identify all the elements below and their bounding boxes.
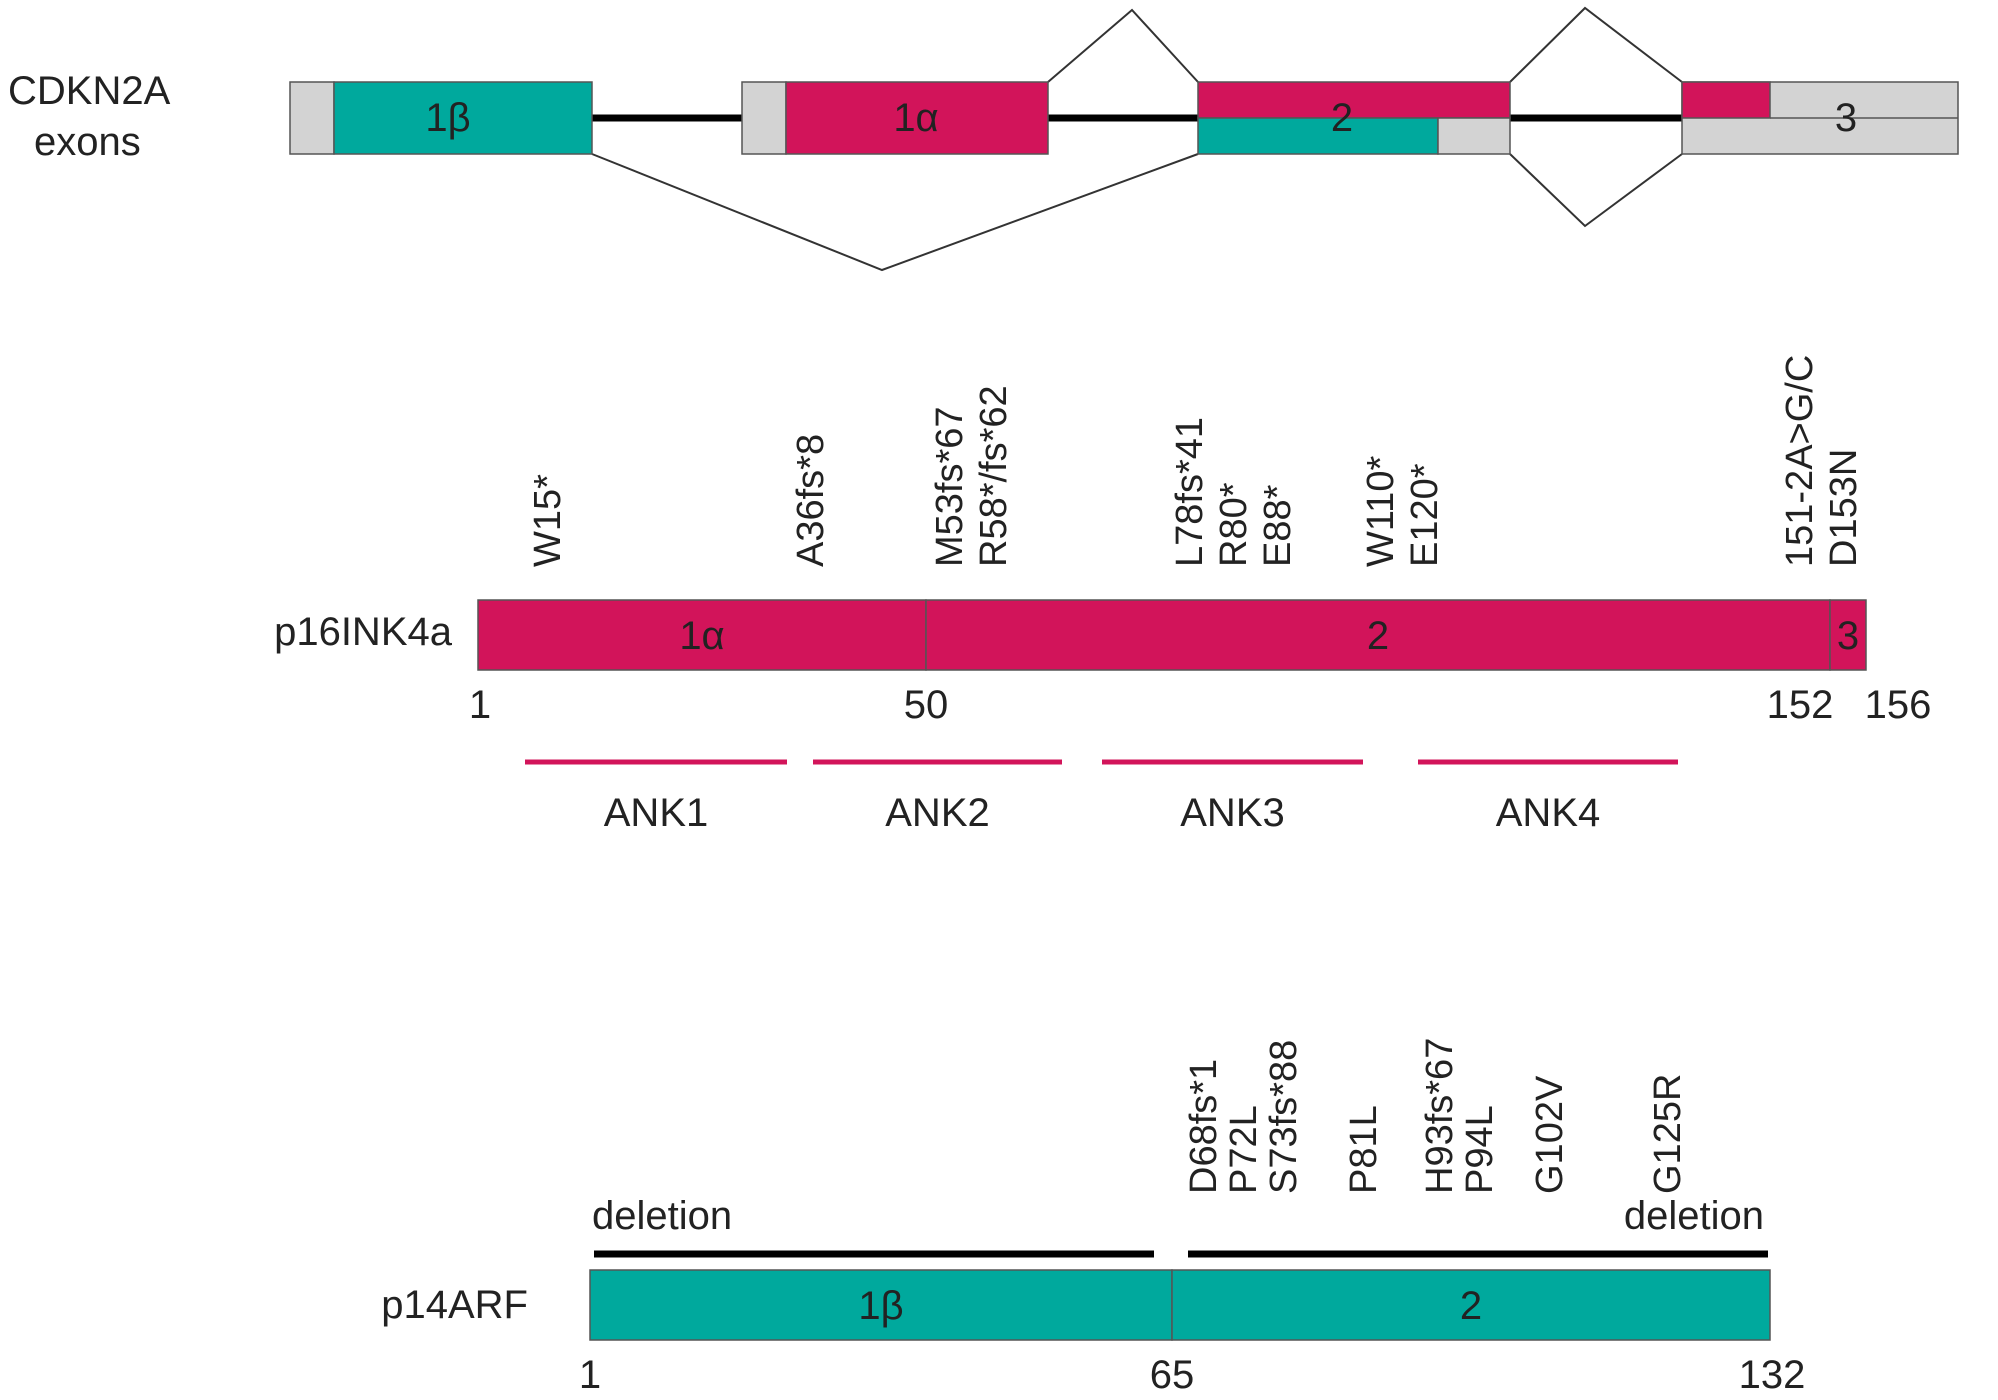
p14-mutation-label: D68fs*1 — [1183, 1059, 1225, 1194]
p16-segment-label: 2 — [1367, 614, 1389, 658]
ank-domain-label: ANK1 — [604, 791, 709, 835]
p16-segment-label: 3 — [1837, 614, 1859, 658]
exon-map: CDKN2A exons 1β 1α 2 3 — [8, 6, 1959, 272]
p16-section: p16INK4a 1α 2 3 1 50 152 156 ANK1 ANK2 ANK3 ANK4… — [274, 355, 1931, 835]
p16-tick-label: 152 — [1767, 683, 1834, 727]
splice-1a-to-2 — [1047, 8, 1199, 83]
splice-1b-to-2 — [591, 153, 1199, 272]
exon-1b-label: 1β — [425, 96, 470, 140]
exon-1b-coding — [333, 81, 593, 155]
p14-mutation-label: S73fs*88 — [1263, 1040, 1305, 1194]
p16-mutation-label: E88* — [1257, 484, 1299, 567]
exon-3-label: 3 — [1835, 96, 1857, 140]
p16-mutation-label: W110* — [1360, 456, 1402, 567]
p16-segment-label: 1α — [679, 614, 724, 658]
exon-map-label-line2: exons — [34, 120, 141, 164]
p16-mutation-label: E120* — [1404, 463, 1446, 567]
p14-segment — [1171, 1269, 1771, 1341]
p14-segment — [589, 1269, 1173, 1341]
exon-3-p16-coding — [1681, 81, 1771, 119]
p16-segment — [1829, 599, 1867, 671]
p16-mutation-label: W15* — [527, 474, 569, 567]
p16-mutation-label: M53fs*67 — [929, 406, 971, 567]
exon-2-p16-frame — [1197, 81, 1511, 119]
p14-ticks: 1 65 132 — [579, 1353, 1806, 1397]
p14-mutation-label: G102V — [1529, 1075, 1571, 1194]
p16-bar: 1α 2 3 — [477, 599, 1867, 671]
splice-2-to-3-lower — [1509, 153, 1683, 228]
p14-segment-label: 1β — [858, 1284, 903, 1328]
p14-mutation-label: H93fs*67 — [1419, 1038, 1461, 1194]
exon-2-p14-frame — [1197, 117, 1439, 155]
p14-tick-label: 1 — [579, 1353, 601, 1395]
exon-1a-label: 1α — [893, 96, 938, 140]
p16-domains: ANK1 ANK2 ANK3 ANK4 — [525, 759, 1678, 835]
p14-tick-label: 65 — [1150, 1353, 1195, 1395]
p16-tick-label: 50 — [904, 683, 949, 727]
p14-mutation-label: P94L — [1459, 1105, 1501, 1194]
p14-bar: 1β 2 — [589, 1269, 1771, 1341]
p16-ticks: 1 50 152 156 — [469, 683, 1932, 727]
p14-mutation-label: P81L — [1343, 1105, 1385, 1194]
p16-mutation-label: 151-2A>G/C — [1779, 355, 1821, 567]
exon-map-label-line1: CDKN2A — [8, 69, 171, 113]
p14-mutation-label: G125R — [1647, 1074, 1689, 1194]
p14-protein-label: p14ARF — [381, 1283, 528, 1327]
p16-mutation-label: R58*/fs*62 — [973, 385, 1015, 567]
p14-tick-label: 132 — [1739, 1353, 1806, 1395]
p16-mutation-label: D153N — [1823, 449, 1865, 567]
p16-tick-label: 1 — [469, 683, 491, 727]
p16-protein-label: p16INK4a — [274, 610, 453, 654]
deletion-label: deletion — [1624, 1194, 1764, 1238]
ank-domain-label: ANK4 — [1496, 791, 1601, 835]
ank-domain-label: ANK2 — [885, 791, 990, 835]
p16-mutation-label: A36fs*8 — [790, 434, 832, 567]
p14-mutation-label: P72L — [1223, 1105, 1265, 1194]
exon-1b-utr — [289, 81, 335, 155]
exon-1a-utr — [741, 81, 787, 155]
p16-mutation-label: L78fs*41 — [1169, 417, 1211, 567]
exon-2-utr — [1437, 117, 1511, 155]
ank-domain-label: ANK3 — [1180, 791, 1285, 835]
deletion-label: deletion — [592, 1194, 732, 1238]
p16-tick-label: 156 — [1865, 683, 1932, 727]
p16-mutation-label: R80* — [1213, 482, 1255, 567]
p16-segment — [925, 599, 1831, 671]
p14-segment-label: 2 — [1460, 1284, 1482, 1328]
p14-deletions: deletion deletion — [592, 1194, 1768, 1258]
exon-2-label: 2 — [1331, 96, 1353, 140]
splice-2-to-3-upper — [1509, 6, 1683, 83]
exon-1a-coding — [785, 81, 1049, 155]
p16-segment — [477, 599, 927, 671]
p14-section: p14ARF deletion deletion 1β 2 1 65 132 D68fs… — [381, 1038, 1806, 1397]
